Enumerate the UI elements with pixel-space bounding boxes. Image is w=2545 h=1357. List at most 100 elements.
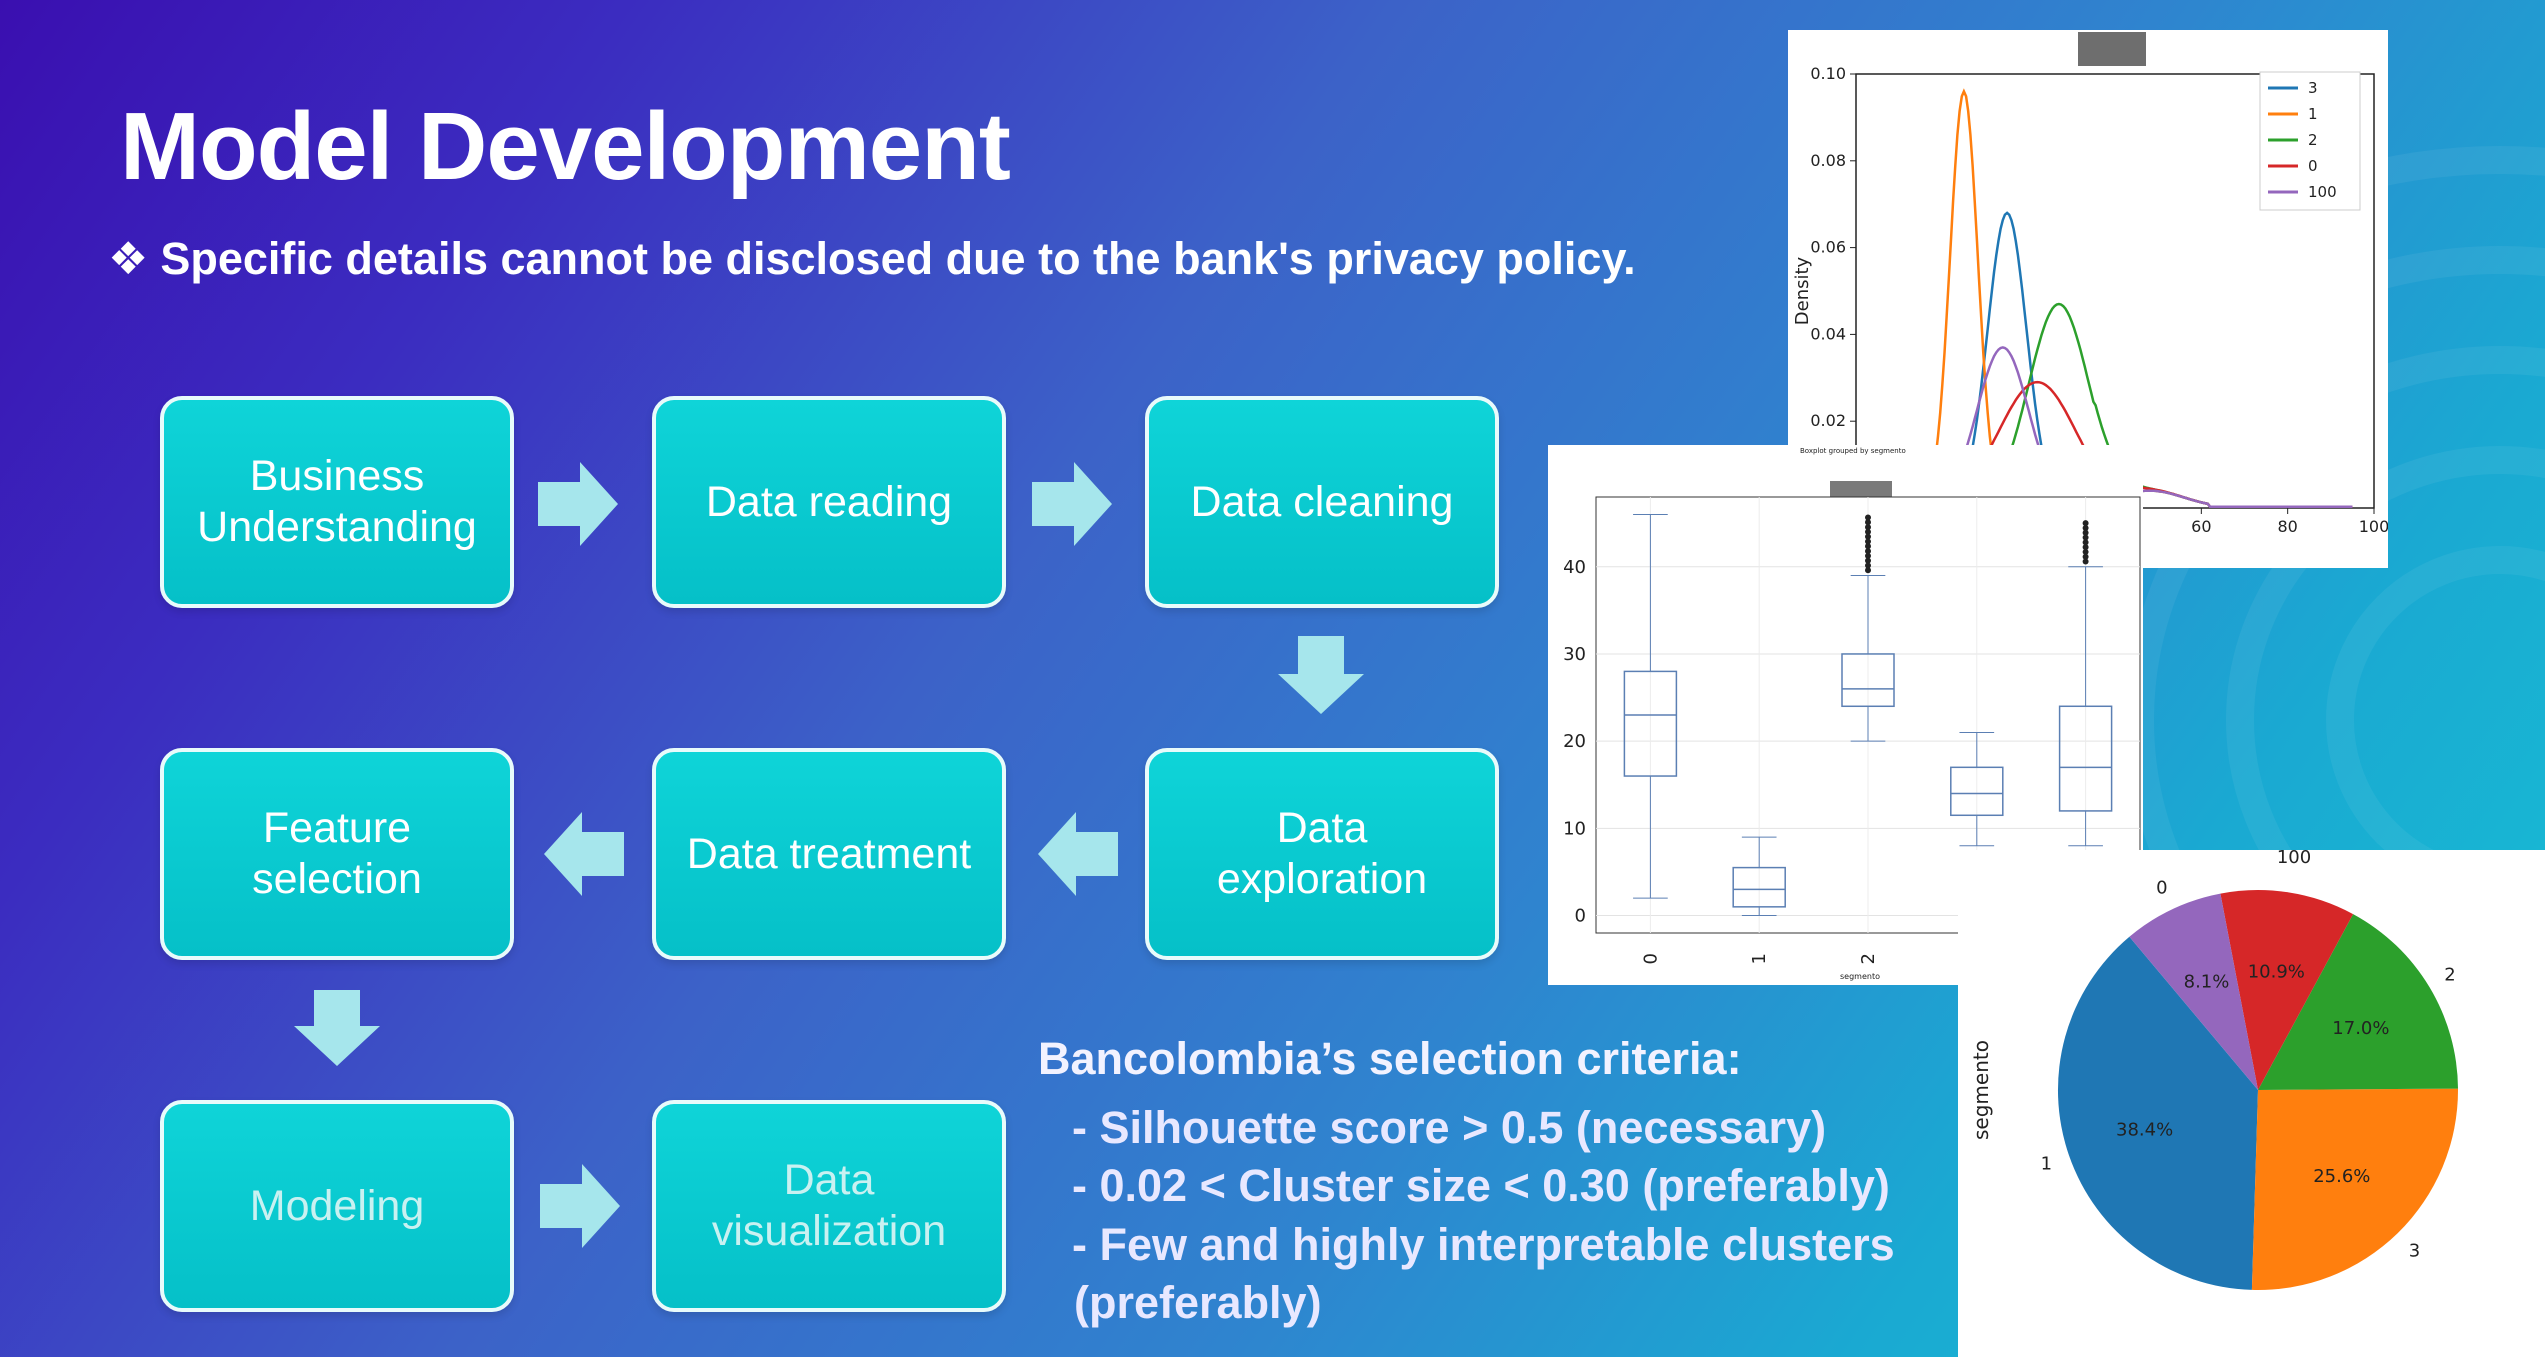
subtitle-bullet-icon: ❖ [108,233,149,284]
pie-y-axis-label: segmento [1969,1040,1993,1140]
outlier-point [1865,519,1871,526]
y-tick-label: 40 [1563,557,1586,578]
outlier-point [1865,557,1871,564]
pie-pct-label: 38.4% [2116,1119,2173,1140]
selection-criteria: Bancolombia’s selection criteria: - Silh… [1038,1030,1895,1333]
y-tick-label: 0.08 [1810,151,1846,170]
legend-label: 2 [2308,131,2318,149]
legend-label: 3 [2308,79,2318,97]
outlier-point [1865,543,1871,550]
x-tick-label: 60 [2191,517,2211,536]
pie-category-label: 0 [2156,878,2167,899]
step-data-cleaning: Data cleaning [1145,396,1499,608]
legend-label: 1 [2308,105,2318,123]
criteria-heading: Bancolombia’s selection criteria: [1038,1033,1742,1084]
y-tick-label: 0.02 [1810,411,1846,430]
step-label-line: Data [783,1156,875,1205]
outlier-point [2082,548,2089,555]
y-tick-label: 20 [1563,731,1586,752]
step-label-line: Business [249,452,425,501]
legend-label: 0 [2308,157,2318,175]
arrow-right-icon [540,1164,620,1248]
criteria-item: - Silhouette score > 0.5 (necessary) [1072,1101,1827,1153]
step-label-line: Feature [262,804,412,853]
arrow-right-icon [538,462,618,546]
outlier-point [2082,553,2089,560]
outlier-point [2082,520,2089,527]
step-label-line: exploration [1216,855,1428,903]
pie-chart-panel: 38.4% 1 25.6% 3 17.0% 2 10.9% 100 8.1% 0 segmento [1958,850,2545,1357]
pie-slice-1 [2057,936,2258,1290]
redacted-title-block [2078,32,2146,66]
criteria-item: - 0.02 < Cluster size < 0.30 (preferably… [1072,1160,1890,1211]
step-data-treatment: Data treatment [652,748,1006,960]
pie-category-label: 3 [2409,1240,2420,1261]
pie-slice-3 [2251,1088,2459,1290]
step-label-line: Data treatment [686,829,972,878]
outlier-point [2082,529,2089,536]
pie-slice-100 [2220,890,2354,1090]
y-tick-label: 0.06 [1810,238,1846,257]
outlier-point [1865,538,1871,545]
step-label-line: Data reading [705,477,953,526]
pie-category-label: 2 [2444,965,2455,986]
legend-label: 100 [2308,183,2337,201]
x-tick-label: 0 [1640,953,1661,964]
slide-subtitle: ❖Specific details cannot be disclosed du… [108,232,1636,285]
outlier-point [2082,534,2089,541]
outlier-point [1865,567,1871,574]
redacted-title-block [1830,481,1892,497]
criteria-item: - Few and highly interpretable clusters [1072,1218,1895,1270]
arrow-left-icon [544,812,624,896]
outlier-point [1865,562,1871,569]
pie-category-label: 1 [2041,1153,2052,1174]
outlier-point [1865,514,1871,521]
arrow-down-icon [294,990,380,1066]
outlier-point [2082,539,2089,546]
x-tick-label: 100 [2359,517,2388,536]
arrow-right-icon [1032,462,1112,546]
y-tick-label: 10 [1563,818,1586,839]
step-modeling: Modeling [160,1100,514,1312]
outlier-point [1865,528,1871,535]
pie-pct-label: 17.0% [2332,1018,2389,1039]
boxplot-super-title: Boxplot grouped by segmento [1800,447,1906,455]
x-axis-label: segmento [1840,972,1880,981]
y-tick-label: 0.04 [1810,324,1846,343]
pie-slice-2 [2258,914,2458,1090]
step-label-line: Modeling [249,1181,425,1230]
x-tick-label: 80 [2277,517,2297,536]
step-label-line: visualization [711,1207,947,1255]
pie-pct-label: 8.1% [2184,972,2230,993]
criteria-item: (preferably) [1074,1277,1322,1328]
pie-pct-label: 25.6% [2313,1166,2370,1187]
step-label-line: Understanding [197,503,477,551]
box-1 [1732,866,1786,908]
box-100 [2058,705,2113,812]
box-3 [1950,766,2004,817]
step-label-line: selection [252,855,422,903]
outlier-point [2082,558,2089,565]
box-0 [1623,670,1678,777]
outlier-point [1865,533,1871,540]
density-chart: 0.020.040.060.080.10406080100Density3120… [1792,32,2388,536]
step-label-line: Data [1276,804,1368,853]
subtitle-text: Specific details cannot be disclosed due… [160,233,1636,284]
y-axis-label: Density [1792,256,1813,325]
y-tick-label: 0.10 [1810,64,1846,83]
x-tick-label: 2 [1858,953,1879,964]
y-tick-label: 30 [1563,644,1586,665]
arrow-left-icon [1038,812,1118,896]
outlier-point [1865,552,1871,559]
y-tick-label: 0 [1575,906,1586,927]
arrow-down-icon [1278,636,1364,714]
pie-pct-label: 10.9% [2248,961,2305,982]
box-2 [1841,653,1895,708]
outlier-point [2082,544,2089,551]
pie-category-label: 100 [2277,850,2311,868]
